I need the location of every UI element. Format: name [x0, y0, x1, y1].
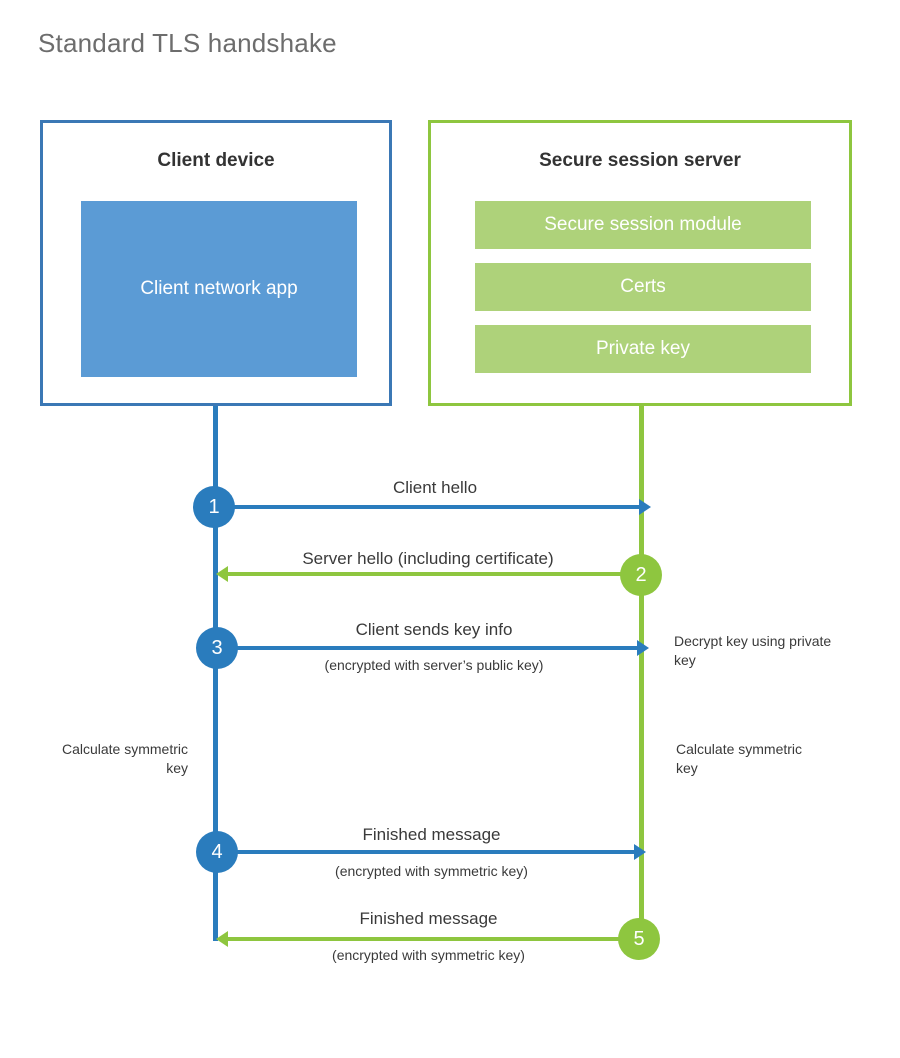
step-3-message-label: Client sends key info: [355, 620, 513, 639]
step-3-circle: 3: [196, 627, 238, 669]
client-device-title: Client device: [157, 150, 275, 171]
step-3-arrow: [229, 640, 649, 656]
step-1-message-label: Client hello: [392, 478, 478, 497]
step-2-arrow: [216, 566, 639, 582]
step-1-circle: 1: [193, 486, 235, 528]
step-5-message-label: Finished message: [359, 909, 498, 928]
client-network-app-block: Client network app: [81, 201, 357, 377]
client-lifeline: [213, 406, 218, 941]
step-5-circle: 5: [618, 918, 660, 960]
annotation-client-calculate-symmetric-key: Calculate symmetric key: [61, 741, 188, 776]
step-2-circle: 2: [620, 554, 662, 596]
step-5-message-sublabel: (encrypted with symmetric key): [332, 947, 525, 963]
server-component-secure-session-module: Secure session module: [475, 201, 811, 249]
step-4-arrow: [229, 844, 646, 860]
secure-session-server-box: Secure session server Secure session mod…: [428, 120, 852, 406]
client-device-box: Client device Client network app: [40, 120, 392, 406]
step-5-arrow: [216, 931, 620, 947]
step-4-circle: 4: [196, 831, 238, 873]
annotation-server-calculate-symmetric-key: Calculate symmetric key: [676, 741, 803, 776]
annotation-decrypt-key: Decrypt key using private key: [674, 633, 832, 668]
server-component-certs: Certs: [475, 263, 811, 311]
page-title: Standard TLS handshake: [38, 28, 337, 58]
step-2-message-label: Server hello (including certificate): [302, 549, 554, 568]
server-component-private-key: Private key: [475, 325, 811, 373]
secure-session-server-title: Secure session server: [539, 150, 741, 171]
step-1-arrow: [229, 499, 651, 515]
server-lifeline: [639, 406, 644, 941]
step-4-message-label: Finished message: [362, 825, 501, 844]
step-3-message-sublabel: (encrypted with server’s public key): [324, 657, 544, 673]
step-4-message-sublabel: (encrypted with symmetric key): [335, 863, 528, 879]
server-components-list: Secure session module Certs Private key: [475, 201, 811, 373]
